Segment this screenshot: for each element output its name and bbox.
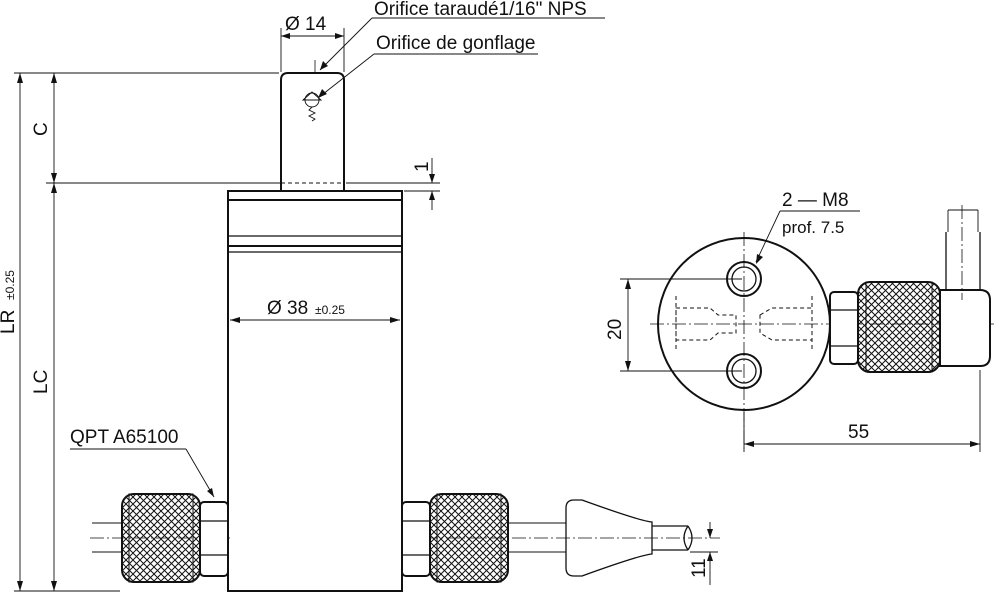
leader-inflation-port: Orifice de gonflage xyxy=(317,33,538,99)
c-label: C xyxy=(31,122,52,136)
lc-label: LC xyxy=(31,370,52,394)
threaded-port-label: Orifice taraudé1/16" NPS xyxy=(374,0,587,20)
dim-twenty: 20 xyxy=(605,278,742,372)
dim-c: C xyxy=(31,73,57,183)
piston-rod xyxy=(280,72,345,192)
m8-leader: 2 — M8 prof. 7.5 xyxy=(755,190,860,264)
twenty-label: 20 xyxy=(605,319,626,340)
one-label: 1 xyxy=(412,161,433,172)
m8-label: 2 — M8 xyxy=(782,190,849,211)
depth-label: prof. 7.5 xyxy=(782,218,844,237)
top-view: 2 — M8 prof. 7.5 20 55 xyxy=(605,190,994,452)
right-fitting xyxy=(401,493,720,583)
inflation-port-label: Orifice de gonflage xyxy=(376,33,536,54)
dim-lr: LR ±0.25 xyxy=(0,73,23,591)
dia38-label: Ø 38 xyxy=(267,298,308,319)
dim-dia14: Ø 14 xyxy=(280,14,345,72)
lr-tolerance: ±0.25 xyxy=(3,270,17,300)
cylinder-body xyxy=(227,190,403,592)
fiftyfive-label: 55 xyxy=(848,422,869,443)
qpt-label: QPT A65100 xyxy=(70,427,178,448)
leader-threaded-port: Orifice taraudé1/16" NPS xyxy=(319,0,605,71)
top-view-fitting xyxy=(829,205,991,373)
qpt-leader: QPT A65100 xyxy=(70,427,215,498)
eleven-label: 11 xyxy=(689,558,710,578)
dim-lc: LC xyxy=(31,183,57,591)
dim-fiftyfive: 55 xyxy=(743,370,981,452)
side-view: Ø 14 Orifice taraudé1/16" NPS Orifice de… xyxy=(0,0,720,592)
lr-label: LR xyxy=(0,310,19,334)
dim-eleven: 11 xyxy=(689,522,718,585)
left-fitting xyxy=(90,493,230,583)
dim-one: 1 xyxy=(346,158,440,210)
internal-passage xyxy=(675,296,813,352)
dim-dia38: Ø 38 ±0.25 xyxy=(230,298,400,323)
dia38-tolerance: ±0.25 xyxy=(315,303,345,317)
dia14-label: Ø 14 xyxy=(285,14,327,35)
